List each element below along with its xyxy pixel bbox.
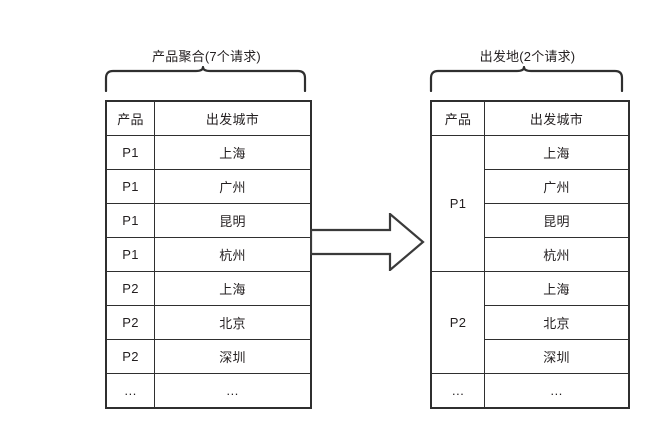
cell-city: 深圳 xyxy=(154,339,312,374)
left-group-caption: 产品聚合(7个请求) xyxy=(152,49,261,64)
column-header-city: 出发城市 xyxy=(484,100,630,136)
table-row: P1 杭州 xyxy=(105,237,312,272)
column-header-product: 产品 xyxy=(105,100,155,136)
cell-city: 上海 xyxy=(484,135,630,170)
table-row: P2 上海 xyxy=(105,271,312,306)
cell-city: 昆明 xyxy=(154,203,312,238)
cell-product: … xyxy=(430,373,485,409)
cell-city: … xyxy=(484,373,630,409)
table-row: P1 上海 xyxy=(430,135,630,272)
column-header-product: 产品 xyxy=(430,100,485,136)
cell-product: P1 xyxy=(105,135,155,170)
cell-product-merged: P1 xyxy=(430,135,485,272)
table-row: P2 北京 xyxy=(105,305,312,340)
left-group-brace-icon xyxy=(104,66,307,92)
cell-city: 北京 xyxy=(484,305,630,340)
table-row: 广州 xyxy=(431,169,630,204)
cell-city: 昆明 xyxy=(484,203,630,238)
right-group-brace-icon xyxy=(429,66,624,92)
cell-city: … xyxy=(154,373,312,409)
right-group-caption: 出发地(2个请求) xyxy=(479,49,576,64)
table-row: 深圳 xyxy=(431,339,630,374)
table-row: P2 深圳 xyxy=(105,339,312,374)
cell-city: 上海 xyxy=(484,271,630,306)
cell-city: 上海 xyxy=(154,135,312,170)
cell-city: 上海 xyxy=(154,271,312,306)
cell-product: P2 xyxy=(105,305,155,340)
cell-city: 广州 xyxy=(154,169,312,204)
cell-product: P2 xyxy=(105,271,155,306)
cell-city: 广州 xyxy=(484,169,630,204)
table-row: P1 广州 xyxy=(105,169,312,204)
cell-product: P2 xyxy=(105,339,155,374)
table-row: P1 昆明 xyxy=(105,203,312,238)
cell-product-merged: P2 xyxy=(430,271,485,374)
cell-city: 深圳 xyxy=(484,339,630,374)
table-row-ellipsis: … … xyxy=(105,373,312,409)
cell-city: 杭州 xyxy=(484,237,630,272)
cell-city: 北京 xyxy=(154,305,312,340)
table-row: 北京 xyxy=(431,305,630,340)
aggregation-arrow-icon xyxy=(310,213,425,271)
table-header-row: 产品 出发城市 xyxy=(105,100,312,136)
cell-product: … xyxy=(105,373,155,409)
table-row: P1 上海 xyxy=(105,135,312,170)
cell-product: P1 xyxy=(105,203,155,238)
aggregated-table: 产品 出发城市 P1 上海 广州 昆明 杭州 P2 上海 北京 xyxy=(430,100,630,409)
column-header-city: 出发城市 xyxy=(154,100,312,136)
source-table: 产品 出发城市 P1 上海 P1 广州 P1 昆明 P1 杭州 P2 xyxy=(105,100,312,409)
cell-product: P1 xyxy=(105,237,155,272)
table-header-row: 产品 出发城市 xyxy=(430,100,630,136)
cell-city: 杭州 xyxy=(154,237,312,272)
table-row: P2 上海 xyxy=(430,271,630,374)
cell-product: P1 xyxy=(105,169,155,204)
table-row-ellipsis: … … xyxy=(430,373,630,409)
